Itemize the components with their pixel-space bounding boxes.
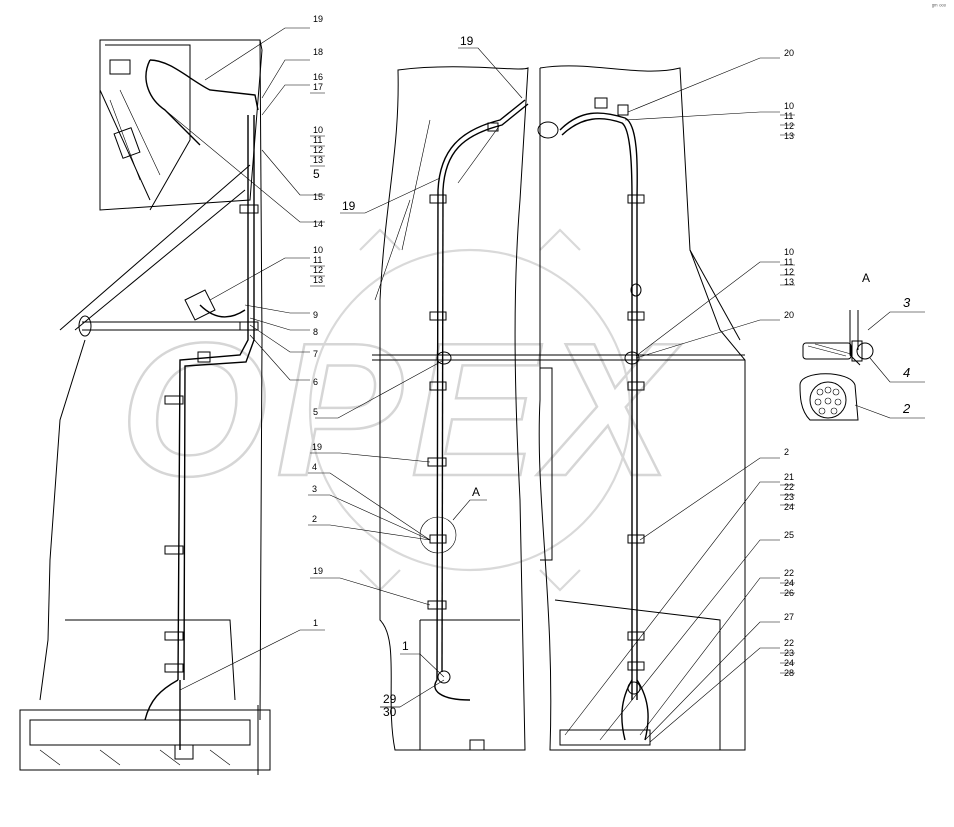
callout-label: 11 [784, 111, 793, 121]
callout-label: 24 [784, 658, 794, 668]
callout-label: 29 [383, 692, 397, 706]
callout-label: 5 [313, 407, 318, 417]
callout-label: 28 [784, 668, 794, 678]
callout-label: 12 [313, 265, 323, 275]
callout-label: 10 [784, 101, 794, 111]
detail-a: A 3 4 2 [799, 271, 925, 421]
left-callouts: 19 18 16 17 10 11 12 13 15 14 10 11 12 1… [310, 14, 325, 628]
callout-label: 23 [784, 492, 794, 502]
right-callouts: 20 10 11 12 13 10 11 12 13 20 2 21 22 23… [784, 48, 794, 678]
callout-label: 5 [313, 167, 320, 181]
callout-label: 24 [784, 578, 794, 588]
callout-label: 12 [784, 267, 794, 277]
callout-label: 12 [784, 121, 794, 131]
callout-label: 24 [784, 502, 794, 512]
callout-label: 14 [313, 219, 323, 229]
callout-label: 11 [784, 257, 793, 267]
callout-label: 13 [313, 155, 323, 165]
callout-label: 20 [784, 310, 794, 320]
callout-label: 17 [313, 82, 323, 92]
callout-label: 23 [784, 648, 794, 658]
callout-label: 2 [784, 447, 789, 457]
detail-title: A [862, 271, 870, 285]
callout-label: 18 [313, 47, 323, 57]
callout-label: 15 [313, 192, 323, 202]
callout-label: 30 [383, 705, 397, 719]
callout-label: 4 [312, 462, 317, 472]
callout-label: 11 [313, 255, 322, 265]
section-marker: A [472, 485, 480, 499]
detail-label: 4 [903, 365, 910, 380]
callout-label: 1 [402, 639, 409, 653]
left-leaders [164, 27, 325, 691]
watermark-text: OPEX [120, 304, 682, 516]
callout-label: 19 [313, 14, 323, 24]
callout-label: 6 [313, 377, 318, 387]
center-callouts: 19 5 19 5 19 4 3 2 19 1 29 30 A [312, 34, 480, 719]
callout-label: 7 [313, 349, 318, 359]
callout-label: 10 [313, 245, 323, 255]
watermark: OPEX [119, 228, 682, 592]
center-view [372, 65, 746, 751]
callout-label: 11 [313, 135, 322, 145]
callout-label: 20 [784, 48, 794, 58]
callout-label: 13 [313, 275, 323, 285]
callout-label: 10 [313, 125, 323, 135]
callout-label: 19 [312, 442, 322, 452]
callout-label: 22 [784, 568, 794, 578]
callout-label: 21 [784, 472, 794, 482]
center-leaders [308, 47, 523, 708]
callout-label: 19 [342, 199, 356, 213]
callout-label: 13 [784, 277, 794, 287]
detail-label: 3 [903, 295, 911, 310]
detail-label: 2 [902, 401, 911, 416]
callout-label: 9 [313, 310, 318, 320]
callout-label: 3 [312, 484, 317, 494]
callout-label: 25 [784, 530, 794, 540]
callout-label: 12 [313, 145, 323, 155]
callout-label: 27 [784, 612, 794, 622]
corner-mark: ᵍᵐ ᵒᵒᵒ [931, 4, 946, 10]
callout-label: 22 [784, 482, 794, 492]
right-leaders [564, 57, 795, 743]
callout-label: 1 [313, 618, 318, 628]
left-view [19, 39, 271, 775]
callout-label: 2 [312, 514, 317, 524]
callout-label: 16 [313, 72, 323, 82]
callout-label: 26 [784, 588, 794, 598]
callout-label: 19 [313, 566, 323, 576]
callout-label: 8 [313, 327, 318, 337]
callout-label: 22 [784, 638, 794, 648]
callout-label: 10 [784, 247, 794, 257]
callout-label: 19 [460, 34, 474, 48]
callout-label: 13 [784, 131, 794, 141]
